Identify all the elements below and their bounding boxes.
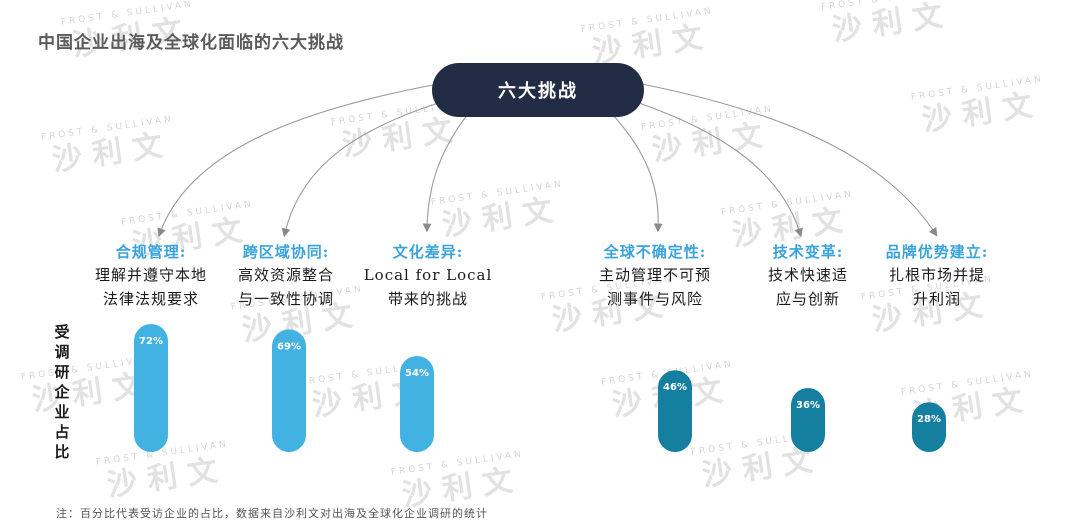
category-uncertainty: 全球不确定性: 主动管理不可预 测事件与风险 bbox=[580, 241, 730, 311]
bar-value-label: 36% bbox=[796, 400, 820, 411]
category-coordination: 跨区域协同: 高效资源整合 与一致性协调 bbox=[211, 241, 361, 311]
bar bbox=[400, 356, 434, 452]
category-title: 合规管理: bbox=[115, 243, 187, 261]
category-desc-line: 主动管理不可预 bbox=[598, 266, 711, 284]
arrow-compliance bbox=[157, 83, 439, 238]
category-desc-line: 带来的挑战 bbox=[387, 290, 468, 308]
arrow-coordination bbox=[281, 99, 449, 238]
bar bbox=[791, 388, 825, 452]
arrow-uncertainty bbox=[611, 113, 663, 233]
bar-value-label: 69% bbox=[277, 341, 301, 352]
category-desc: 理解并遵守本地 法律法规要求 bbox=[76, 263, 226, 311]
category-brand: 品牌优势建立: 扎根市场并提 升利润 bbox=[862, 241, 1012, 311]
bar bbox=[272, 329, 306, 452]
category-desc: 主动管理不可预 测事件与风险 bbox=[580, 263, 730, 311]
category-desc: Local for Local 带来的挑战 bbox=[353, 263, 503, 311]
category-title: 全球不确定性: bbox=[603, 243, 707, 261]
category-desc: 高效资源整合 与一致性协调 bbox=[211, 263, 361, 311]
y-axis-label: 受调研企业占比 bbox=[54, 323, 70, 461]
center-challenges-pill: 六大挑战 bbox=[432, 63, 644, 117]
bar-value-label: 72% bbox=[139, 336, 163, 347]
category-desc-line: 法律法规要求 bbox=[102, 290, 199, 308]
footnote: 注：百分比代表受访企业的占比，数据来自沙利文对出海及全球化企业调研的统计 bbox=[56, 507, 488, 520]
category-desc: 技术快速适 应与创新 bbox=[733, 263, 883, 311]
arrow-brand bbox=[641, 83, 938, 237]
category-compliance: 合规管理: 理解并遵守本地 法律法规要求 bbox=[76, 241, 226, 311]
category-desc-line: Local for Local bbox=[363, 266, 493, 284]
bar bbox=[134, 324, 168, 452]
category-desc-line: 升利润 bbox=[912, 290, 961, 308]
arrow-culture bbox=[422, 113, 469, 233]
category-culture: 文化差异: Local for Local 带来的挑战 bbox=[353, 241, 503, 311]
category-desc-line: 理解并遵守本地 bbox=[94, 266, 207, 284]
bar-value-label: 28% bbox=[917, 414, 941, 425]
bar-value-label: 54% bbox=[405, 368, 429, 379]
bar bbox=[658, 370, 692, 452]
category-title: 技术变革: bbox=[772, 243, 844, 261]
category-desc-line: 高效资源整合 bbox=[237, 266, 334, 284]
page-title: 中国企业出海及全球化面临的六大挑战 bbox=[38, 33, 344, 53]
category-technology: 技术变革: 技术快速适 应与创新 bbox=[733, 241, 883, 311]
arrow-technology bbox=[629, 99, 803, 238]
category-desc-line: 技术快速适 bbox=[767, 266, 848, 284]
category-desc: 扎根市场并提 升利润 bbox=[862, 263, 1012, 311]
category-desc-line: 扎根市场并提 bbox=[888, 266, 985, 284]
category-title: 文化差异: bbox=[392, 243, 464, 261]
category-desc-line: 应与创新 bbox=[775, 290, 840, 308]
category-desc-line: 与一致性协调 bbox=[237, 290, 334, 308]
bar-value-label: 46% bbox=[663, 382, 687, 393]
category-title: 跨区域协同: bbox=[242, 243, 330, 261]
category-title: 品牌优势建立: bbox=[885, 243, 989, 261]
category-desc-line: 测事件与风险 bbox=[606, 290, 703, 308]
bar bbox=[912, 402, 946, 452]
